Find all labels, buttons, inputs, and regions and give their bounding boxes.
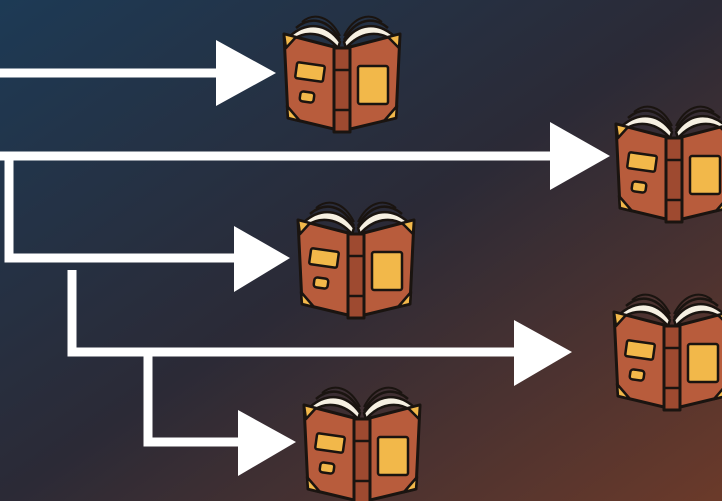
book-2-open-book-icon bbox=[616, 107, 722, 222]
book-4-open-book-icon bbox=[614, 295, 722, 410]
